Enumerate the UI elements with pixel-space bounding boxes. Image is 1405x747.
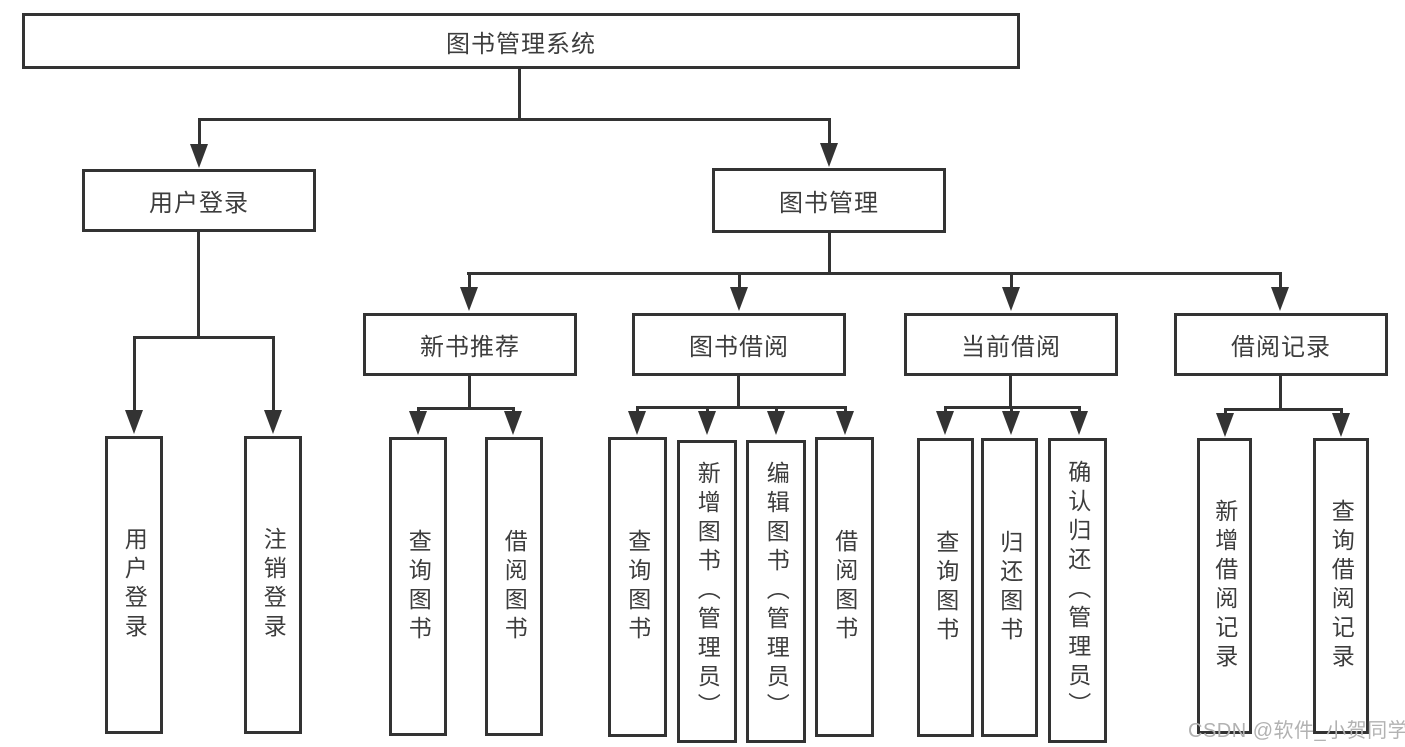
connector-line [133, 336, 136, 412]
leaf-return-books: 归还图书 [981, 438, 1038, 737]
connector-line [1009, 376, 1012, 408]
leaf-confirm-return-admin: 确认归还（管理员） [1048, 438, 1107, 743]
node-current-borrowing: 当前借阅 [904, 313, 1118, 376]
arrow-down-icon [264, 410, 282, 434]
node-label: 查询借阅记录 [1328, 499, 1355, 673]
node-label: 查询图书 [624, 529, 651, 645]
arrow-down-icon [628, 411, 646, 435]
leaf-borrow-books: 借阅图书 [815, 437, 874, 737]
node-label: 借阅记录 [1231, 334, 1331, 361]
arrow-down-icon [698, 411, 716, 435]
connector-line [417, 407, 514, 410]
node-label: 借阅图书 [501, 528, 528, 645]
node-label: 用户登录 [121, 527, 148, 643]
connector-line [1224, 408, 1227, 414]
node-label: 用户登录 [149, 190, 249, 217]
leaf-borrow-books: 借阅图书 [485, 437, 543, 736]
connector-line [1078, 406, 1081, 412]
connector-line [828, 118, 831, 146]
node-new-book-recommendation: 新书推荐 [363, 313, 577, 376]
arrow-down-icon [1332, 413, 1350, 437]
connector-line [1279, 272, 1282, 288]
node-label: 图书管理 [779, 190, 879, 217]
node-label: 图书管理系统 [446, 30, 596, 58]
arrow-down-icon [936, 411, 954, 435]
connector-line [828, 233, 831, 274]
connector-line [1279, 376, 1282, 410]
arrow-down-icon [1002, 411, 1020, 435]
node-book-management-system: 图书管理系统 [22, 13, 1020, 69]
node-label: 新书推荐 [420, 334, 520, 361]
arrow-down-icon [820, 143, 838, 167]
node-label: 借阅图书 [831, 529, 858, 645]
node-label: 归还图书 [996, 529, 1023, 646]
leaf-query-borrow-record: 查询借阅记录 [1313, 438, 1369, 734]
connector-line [1340, 408, 1343, 414]
connector-line [706, 406, 709, 412]
arrow-down-icon [409, 411, 427, 435]
arrow-down-icon [730, 287, 748, 311]
node-book-management: 图书管理 [712, 168, 946, 233]
node-label: 确认归还（管理员） [1064, 460, 1091, 721]
connector-line [518, 69, 521, 118]
connector-line [197, 232, 200, 336]
connector-line [512, 407, 515, 413]
watermark: CSDN @软件_小贺同学 [1188, 720, 1405, 742]
connector-line [636, 406, 639, 412]
node-label: 查询图书 [405, 528, 432, 645]
arrow-down-icon [504, 411, 522, 435]
node-label: 图书借阅 [689, 334, 789, 361]
connector-line [737, 376, 740, 408]
arrow-down-icon [1271, 287, 1289, 311]
connector-line [1224, 408, 1342, 411]
arrow-down-icon [1216, 413, 1234, 437]
connector-line [1010, 406, 1013, 412]
connector-line [1010, 272, 1013, 288]
leaf-user-login: 用户登录 [105, 436, 163, 734]
leaf-logout: 注销登录 [244, 436, 302, 734]
arrow-down-icon [190, 144, 208, 168]
node-label: 当前借阅 [961, 334, 1061, 361]
connector-line [775, 406, 778, 412]
connector-line [738, 272, 741, 288]
connector-line [636, 406, 846, 409]
connector-line [468, 376, 471, 409]
connector-line [844, 406, 847, 412]
arrow-down-icon [125, 410, 143, 434]
leaf-query-books: 查询图书 [389, 437, 447, 736]
connector-line [468, 272, 471, 288]
node-book-borrowing: 图书借阅 [632, 313, 846, 376]
node-label: 编辑图书（管理员） [763, 461, 790, 722]
node-label: 新增借阅记录 [1211, 499, 1238, 673]
connector-line [198, 118, 201, 146]
arrow-down-icon [767, 411, 785, 435]
arrow-down-icon [460, 287, 478, 311]
connector-line [417, 407, 420, 413]
node-label: 查询图书 [932, 529, 959, 646]
arrow-down-icon [1002, 287, 1020, 311]
leaf-add-books-admin: 新增图书（管理员） [677, 440, 737, 743]
node-user-login: 用户登录 [82, 169, 316, 232]
arrow-down-icon [836, 411, 854, 435]
leaf-query-books: 查询图书 [917, 438, 974, 737]
connector-line [467, 272, 1281, 275]
node-label: 注销登录 [260, 527, 287, 643]
connector-line [944, 406, 947, 412]
connector-line [272, 336, 275, 412]
node-label: 新增图书（管理员） [694, 461, 721, 722]
arrow-down-icon [1070, 411, 1088, 435]
leaf-query-books: 查询图书 [608, 437, 667, 737]
leaf-edit-books-admin: 编辑图书（管理员） [746, 440, 806, 743]
leaf-add-borrow-record: 新增借阅记录 [1197, 438, 1252, 734]
node-borrowing-records: 借阅记录 [1174, 313, 1388, 376]
connector-line [198, 118, 831, 121]
connector-line [133, 336, 275, 339]
